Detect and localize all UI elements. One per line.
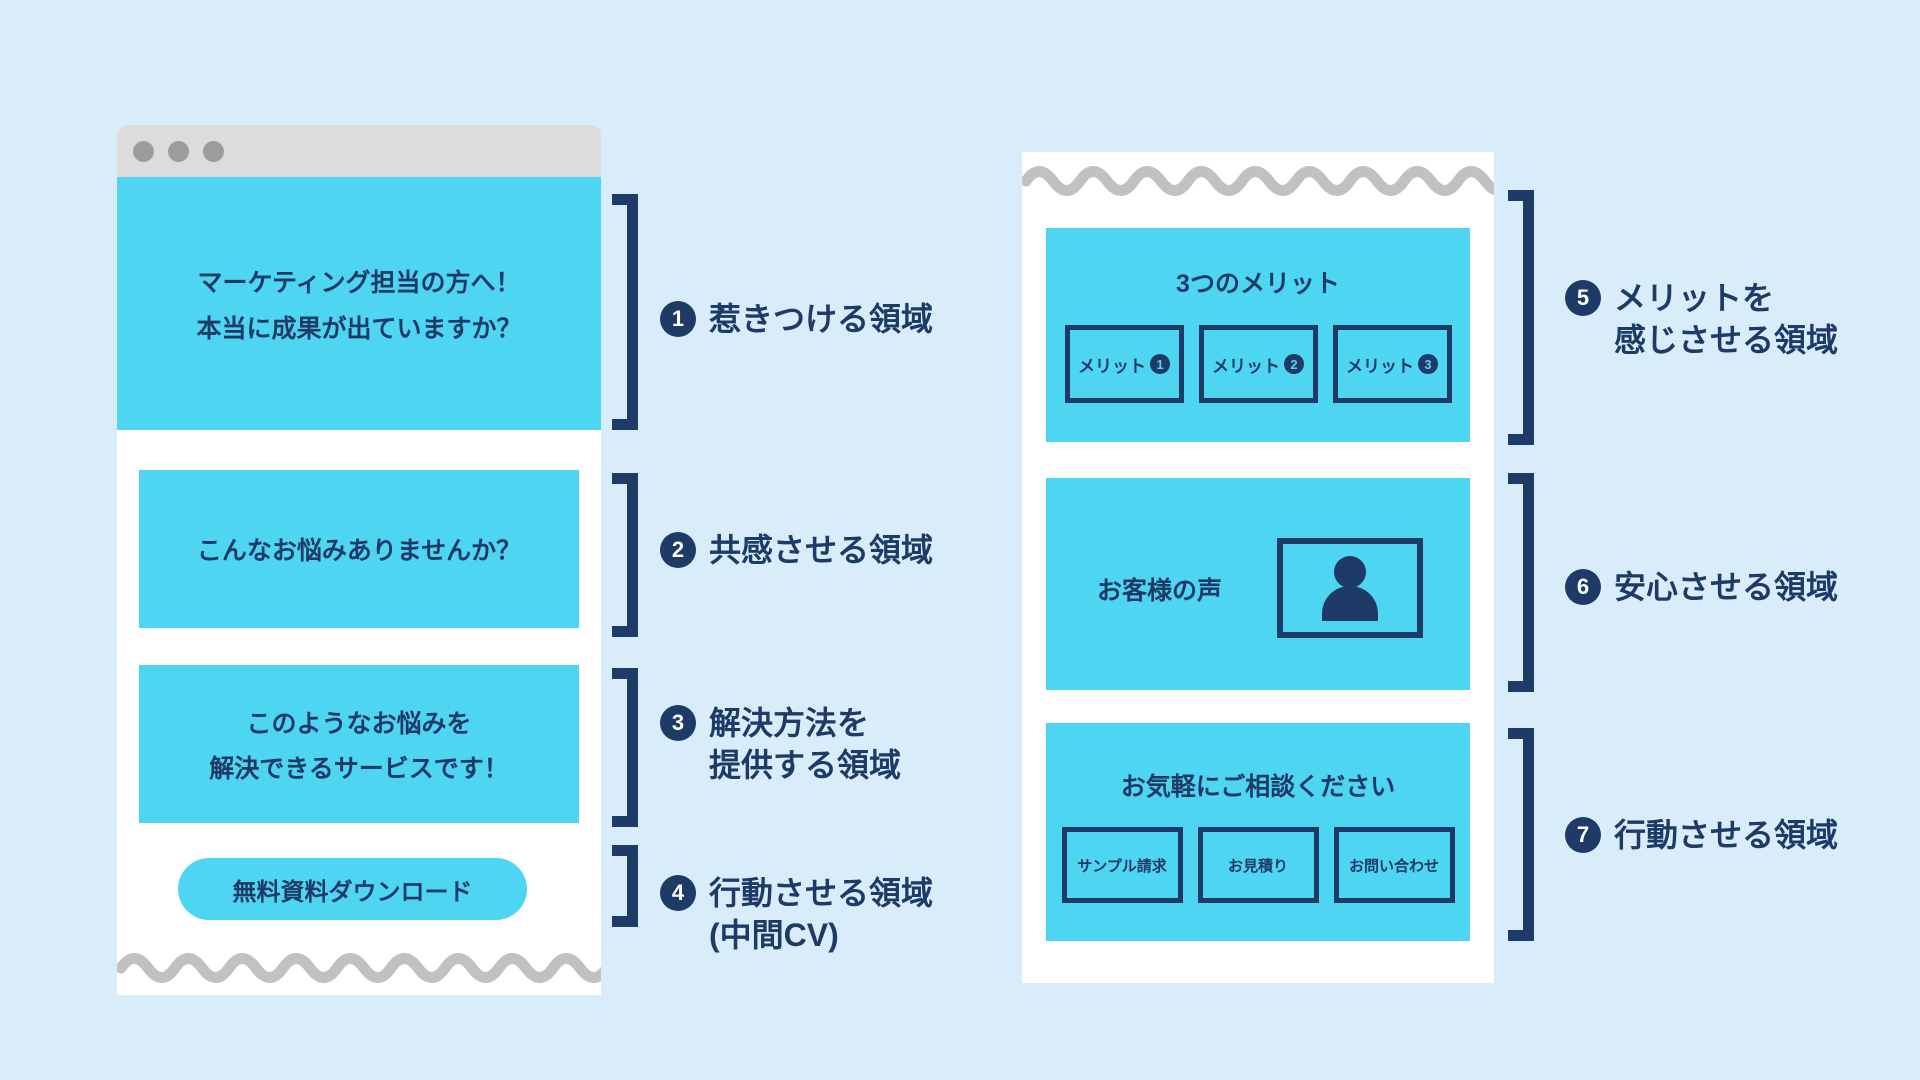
page-lower-panel: 3つのメリット メリット 1 メリット 2 メリット 3 お客様の声 xyxy=(1022,152,1494,983)
number-badge-icon: 5 xyxy=(1565,280,1601,316)
annotation-line: 提供する領域 xyxy=(709,747,902,783)
hero-section: マーケティング担当の方へ！ 本当に成果が出ていますか？ xyxy=(117,177,601,430)
annotation-line: 行動させる領域 xyxy=(1614,817,1839,853)
window-control-dot-icon[interactable] xyxy=(203,140,224,162)
person-icon xyxy=(1322,556,1378,621)
annotation-line: 惹きつける領域 xyxy=(709,301,934,337)
solution-section: このようなお悩みを 解決できるサービスです！ xyxy=(139,665,579,823)
bracket-region-5 xyxy=(1508,190,1534,445)
merit-label: メリット xyxy=(1346,356,1414,376)
merit-box-1: メリット 1 xyxy=(1064,325,1184,403)
number-badge-icon: 6 xyxy=(1565,569,1601,605)
number-badge-icon: 2 xyxy=(660,532,696,568)
bracket-region-2 xyxy=(612,473,638,637)
annotation-2: 2 共感させる領域 xyxy=(660,529,933,571)
quote-button[interactable]: お見積り xyxy=(1197,827,1319,903)
torn-edge-wave xyxy=(117,953,601,983)
sample-request-button[interactable]: サンプル請求 xyxy=(1061,827,1183,903)
torn-edge-wave xyxy=(1022,166,1494,196)
window-control-dot-icon[interactable] xyxy=(168,140,189,162)
hero-line2: 本当に成果が出ていますか？ xyxy=(196,314,522,343)
hero-line1: マーケティング担当の方へ！ xyxy=(197,268,521,297)
circled-number-icon: 2 xyxy=(1284,354,1304,374)
number-badge-icon: 4 xyxy=(660,875,696,911)
annotation-line: (中間CV) xyxy=(709,917,839,953)
merit-box-2: メリット 2 xyxy=(1198,325,1318,403)
bracket-region-6 xyxy=(1508,473,1534,692)
annotation-line: メリットを xyxy=(1614,280,1775,316)
annotation-7: 7 行動させる領域 xyxy=(1565,814,1838,856)
merit-box-3: メリット 3 xyxy=(1332,325,1452,403)
solution-line1: このようなお悩みを xyxy=(246,709,472,738)
window-control-dot-icon[interactable] xyxy=(133,140,154,162)
annotation-line: 解決方法を xyxy=(709,705,870,741)
contact-button-row: サンプル請求 お見積り お問い合わせ xyxy=(1046,827,1470,903)
bracket-region-3 xyxy=(612,668,638,827)
solution-line2: 解決できるサービスです！ xyxy=(209,754,509,783)
empathy-text: こんなお悩みありませんか？ xyxy=(196,537,522,565)
contact-section: お気軽にご相談ください サンプル請求 お見積り お問い合わせ xyxy=(1046,723,1470,941)
testimonial-label: お客様の声 xyxy=(1097,577,1223,605)
testimonial-section: お客様の声 xyxy=(1046,478,1470,690)
annotation-line: 安心させる領域 xyxy=(1614,569,1839,605)
bracket-region-7 xyxy=(1508,728,1534,941)
customer-photo-frame xyxy=(1277,538,1423,638)
annotation-line: 感じさせる領域 xyxy=(1614,322,1839,358)
merits-title: 3つのメリット xyxy=(1176,270,1340,298)
annotation-4: 4 行動させる領域 (中間CV) xyxy=(660,872,933,956)
annotation-line: 行動させる領域 xyxy=(709,875,934,911)
circled-number-icon: 3 xyxy=(1418,354,1438,374)
merit-label: メリット xyxy=(1078,356,1146,376)
browser-titlebar xyxy=(117,125,601,177)
contact-title: お気軽にご相談ください xyxy=(1120,773,1396,801)
annotation-5: 5 メリットを 感じさせる領域 xyxy=(1565,277,1838,361)
bracket-region-1 xyxy=(612,194,638,430)
circled-number-icon: 1 xyxy=(1150,354,1170,374)
annotation-6: 6 安心させる領域 xyxy=(1565,566,1838,608)
inquiry-button[interactable]: お問い合わせ xyxy=(1333,827,1455,903)
browser-window: マーケティング担当の方へ！ 本当に成果が出ていますか？ こんなお悩みありませんか… xyxy=(117,125,601,995)
free-download-button[interactable]: 無料資料ダウンロード xyxy=(178,858,527,920)
annotation-3: 3 解決方法を 提供する領域 xyxy=(660,702,901,786)
number-badge-icon: 3 xyxy=(660,705,696,741)
merit-label: メリット xyxy=(1212,356,1280,376)
number-badge-icon: 7 xyxy=(1565,817,1601,853)
empathy-section: こんなお悩みありませんか？ xyxy=(139,470,579,628)
merits-section: 3つのメリット メリット 1 メリット 2 メリット 3 xyxy=(1046,228,1470,442)
annotation-line: 共感させる領域 xyxy=(709,532,934,568)
annotation-1: 1 惹きつける領域 xyxy=(660,298,933,340)
bracket-region-4 xyxy=(612,845,638,927)
number-badge-icon: 1 xyxy=(660,301,696,337)
merit-box-row: メリット 1 メリット 2 メリット 3 xyxy=(1046,325,1470,403)
